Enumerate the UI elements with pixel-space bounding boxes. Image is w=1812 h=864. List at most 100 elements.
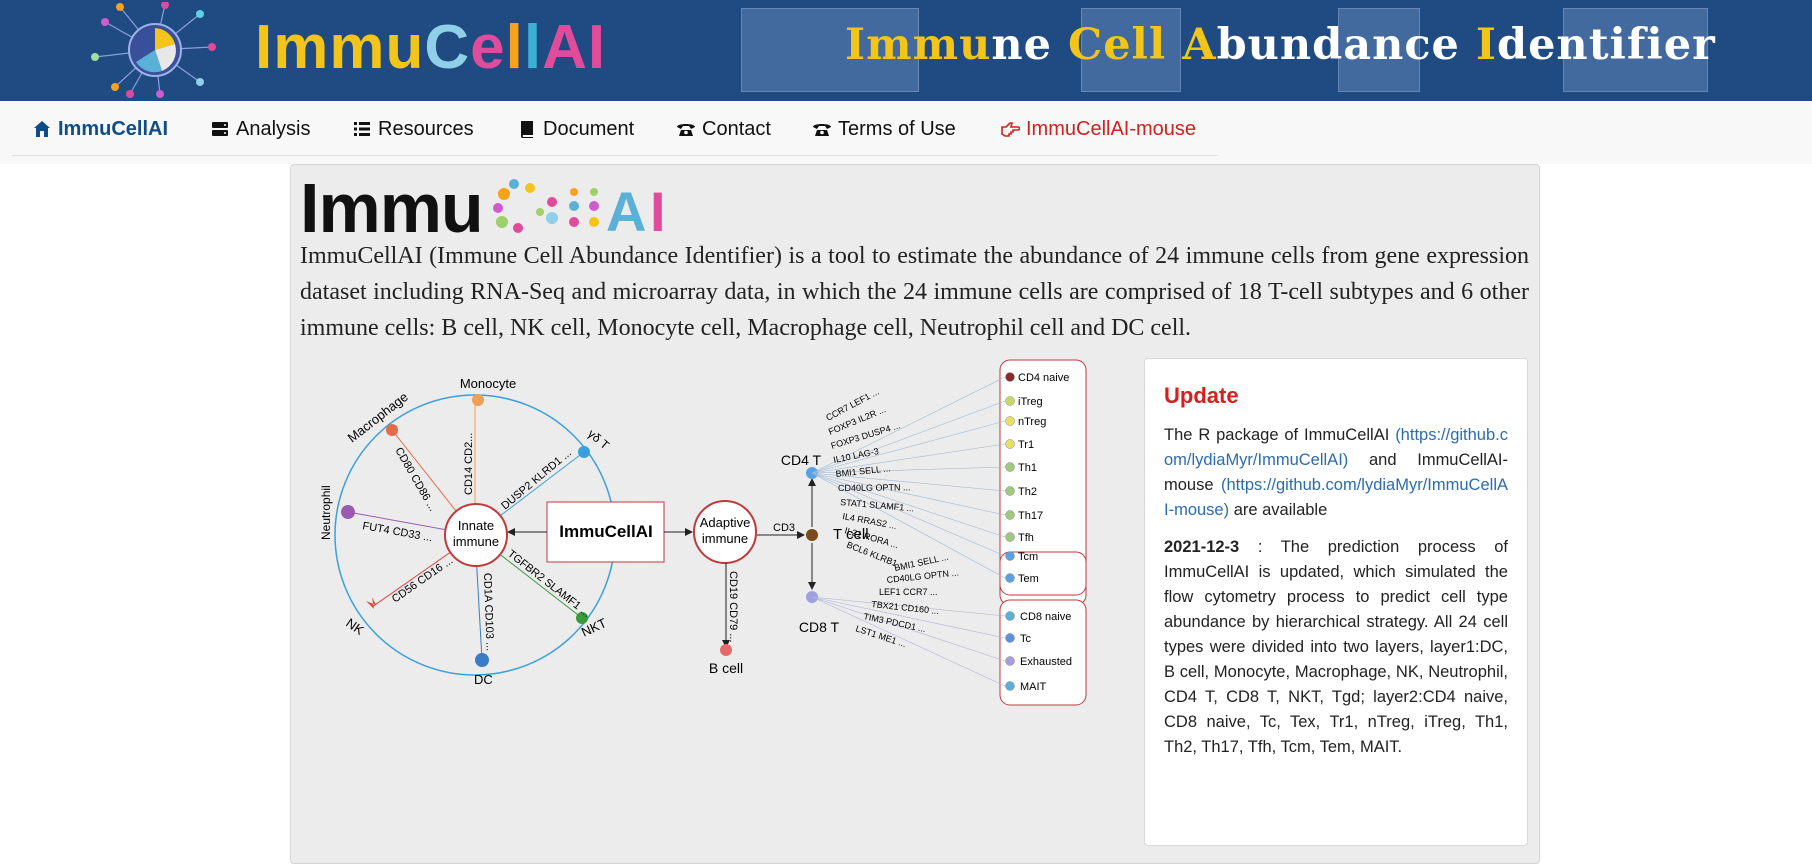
- cd4-subtype-label: Tr1: [1018, 439, 1034, 451]
- update-text: and ImmuCellAI-mouse: [1164, 451, 1508, 494]
- cd4-fan-line: [811, 472, 1006, 538]
- cd4-fan-line: [811, 472, 1006, 516]
- neutrophil-markers: FUT4 CD33 ...: [361, 520, 433, 544]
- cd4-fan-line: [811, 472, 1006, 557]
- cd4-subtype-label: Tem: [1018, 573, 1039, 585]
- nav-analysis[interactable]: Analysis: [210, 116, 310, 142]
- immucellai-box: [546, 501, 665, 563]
- cd4-fan-line: [811, 400, 1006, 474]
- nav-resources[interactable]: Resources: [352, 116, 474, 142]
- cd4-subtype-label: Th2: [1018, 486, 1037, 498]
- banner-deco-image: [741, 8, 919, 92]
- github-immucellai-link[interactable]: (https://github.com/lydiaMyr/ImmuCellAI): [1164, 426, 1508, 469]
- cd4-marker-label: STAT1 SLAMF1 ...: [840, 497, 915, 513]
- banner-deco-image: [1338, 8, 1420, 92]
- cd8-fan-line: [811, 596, 1006, 662]
- banner-brand[interactable]: ImmuCellAI: [255, 12, 606, 83]
- nav-divider: [12, 155, 1218, 156]
- logo-network-icon[interactable]: [90, 2, 220, 98]
- cd4-subtype-label: Th17: [1018, 510, 1043, 522]
- cd8-subtype-icon: [1005, 633, 1015, 643]
- cd4-fan-line: [811, 420, 1006, 474]
- book-icon: [517, 119, 537, 139]
- update-title: Update: [1164, 383, 1239, 408]
- list-icon: [352, 119, 372, 139]
- nk-icon: [366, 597, 376, 609]
- cd4-fan-line: [811, 376, 1006, 474]
- cd4-fan-line: [811, 472, 1006, 579]
- brand-text-immu: Immu: [255, 13, 425, 82]
- cd4-subtype-label: CD4 naive: [1018, 372, 1069, 384]
- svg-text:I: I: [650, 180, 666, 238]
- cd4-fan-line: [811, 443, 1006, 474]
- brand-text-ai: AI: [542, 13, 607, 82]
- nav-contact[interactable]: Contact: [676, 116, 771, 142]
- update-text: The R package of ImmuCellAI: [1164, 426, 1390, 444]
- macrophage-label: Macrophage: [345, 389, 411, 445]
- cd4-fan-line: [811, 466, 1006, 474]
- banner-subtitle-segment: I: [1475, 20, 1497, 70]
- dc-markers: CD1A CD103 ...: [481, 573, 496, 652]
- cd4-subtype-label: nTreg: [1018, 416, 1046, 428]
- cd4-subtype-icon: [1005, 416, 1015, 426]
- cd4-subtype-icon: [1005, 372, 1015, 382]
- cd4-marker-label: IL10 LAG-3: [832, 446, 879, 465]
- monocyte-markers: CD14 CD2...: [463, 433, 475, 495]
- dc-label: DC: [474, 672, 493, 687]
- gdt-label: γδ T: [585, 427, 612, 453]
- cd4-subtype-icon: [1005, 573, 1015, 583]
- immucellai-box-label: ImmuCellAI: [559, 522, 653, 541]
- tcell-label: T cell: [833, 526, 869, 543]
- cd4-subtype-icon: [1005, 551, 1015, 561]
- cd3-label: CD3: [773, 522, 795, 534]
- cd8-subtype-icon: [1005, 656, 1015, 666]
- cd8-fan-line: [811, 596, 1006, 617]
- innate-label-1: Innate: [458, 518, 494, 533]
- dc-icon: [475, 653, 489, 667]
- tcell-icon: [806, 529, 818, 541]
- nav-contact-label: Contact: [702, 117, 771, 140]
- cd8-subtype-icon: [1005, 611, 1015, 621]
- cd4-marker-label: BMI1 SELL ...: [835, 463, 891, 479]
- nav-analysis-label: Analysis: [236, 117, 311, 140]
- github-immucellai-mouse-link[interactable]: (https://github.com/lydiaMyr/ImmuCellAI-…: [1164, 476, 1508, 519]
- cd8-subtype-label: Tc: [1020, 633, 1032, 645]
- phone-icon: [812, 119, 832, 139]
- nkt-icon: [576, 612, 588, 624]
- brand-text-e: e: [470, 13, 506, 82]
- cd4-subtype-icon: [1005, 439, 1015, 449]
- cd4-subtype-box: [999, 359, 1087, 606]
- gdt-icon: [578, 446, 590, 458]
- hand-point-right-icon: [1000, 119, 1020, 139]
- nav-home-label: ImmuCellAI: [58, 117, 169, 140]
- cd8-fan-line: [811, 596, 1006, 639]
- banner-subtitle-segment: Immu: [845, 20, 992, 70]
- brand-text-c: C: [424, 13, 471, 82]
- server-icon: [210, 119, 230, 139]
- nav-document[interactable]: Document: [517, 116, 634, 142]
- nav-resources-label: Resources: [378, 117, 474, 140]
- memory-subtype-box: [999, 551, 1087, 596]
- nav-terms[interactable]: Terms of Use: [812, 116, 956, 142]
- site-banner: ImmuCellAI Immune Cell Abundance Identif…: [0, 0, 1812, 101]
- update-news-text: : The prediction process of ImmuCellAI i…: [1164, 538, 1508, 756]
- update-package-paragraph: The R package of ImmuCellAI (https://git…: [1164, 423, 1508, 523]
- banner-deco-image: [1081, 8, 1181, 92]
- navbar: [0, 101, 1812, 164]
- cd4-subtype-icon: [1005, 462, 1015, 472]
- cd8-subtype-label: MAIT: [1020, 681, 1047, 693]
- bcell-markers: CD19 CD79 ...: [727, 571, 739, 643]
- svg-text:A: A: [606, 180, 646, 238]
- nav-home[interactable]: ImmuCellAI: [32, 116, 168, 142]
- immune-cell-diagram: Innate immune Monocyte Macrophage Neutro…: [319, 359, 1087, 706]
- banner-subtitle-segment: Cell: [1067, 20, 1183, 70]
- banner-subtitle: Immune Cell Abundance Identifier: [845, 20, 1716, 70]
- cd4-subtype-label: iTreg: [1018, 396, 1043, 408]
- update-news-paragraph: 2021-12-3 : The prediction process of Im…: [1164, 535, 1508, 760]
- innate-label-2: immune: [453, 534, 499, 549]
- cd4-subtype-icon: [1005, 532, 1015, 542]
- nav-immucellai-mouse[interactable]: ImmuCellAI-mouse: [1000, 116, 1196, 142]
- cd4-subtype-icon: [1005, 486, 1015, 496]
- neutrophil-icon: [341, 505, 355, 519]
- cd8-subtype-label: Exhausted: [1020, 656, 1072, 668]
